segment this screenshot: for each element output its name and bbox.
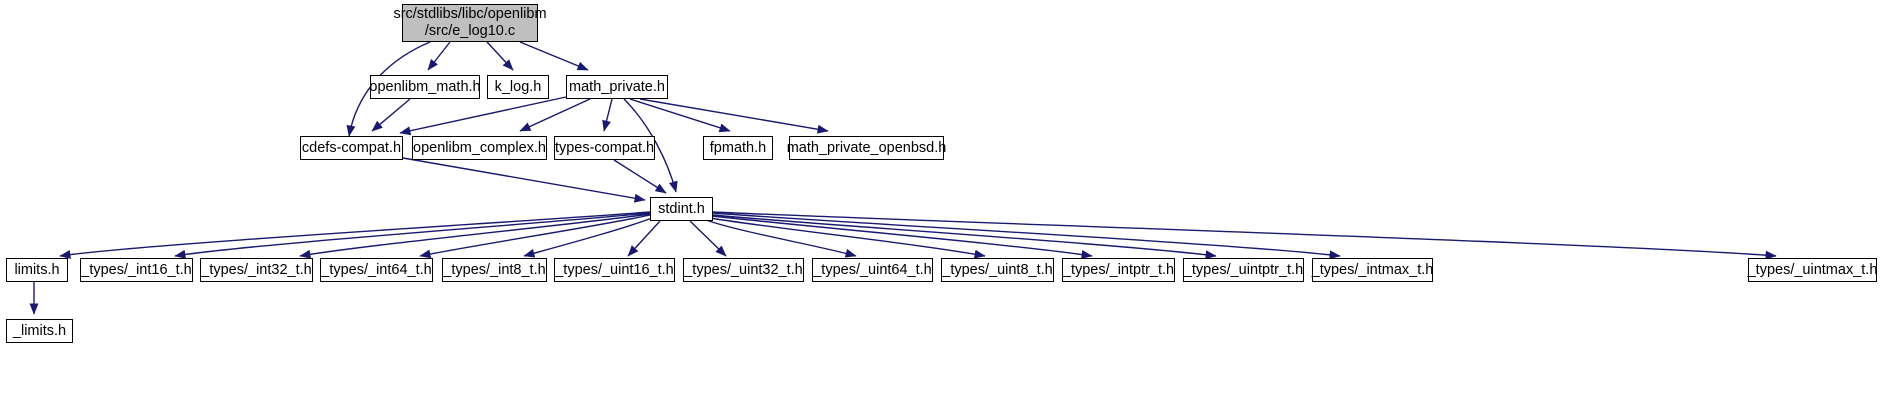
edge-stdint-to-int32	[299, 213, 651, 259]
node-label: _types/_int16_t.h	[81, 261, 192, 278]
node-limits[interactable]: limits.h	[6, 258, 68, 282]
node-label: math_private.h	[569, 78, 665, 95]
node-label: types-compat.h	[554, 139, 655, 156]
node-label: _types/_uint8_t.h	[942, 261, 1053, 278]
node-uint64[interactable]: _types/_uint64_t.h	[812, 258, 933, 282]
node-int32[interactable]: _types/_int32_t.h	[200, 258, 313, 282]
edge-stdint-to-uint16	[627, 220, 661, 257]
edge-root-to-openlibm_math	[427, 41, 451, 71]
node-uintmax[interactable]: _types/_uintmax_t.h	[1748, 258, 1877, 282]
node-int16[interactable]: _types/_int16_t.h	[80, 258, 193, 282]
node-label: fpmath.h	[709, 139, 767, 156]
node-uint8[interactable]: _types/_uint8_t.h	[941, 258, 1054, 282]
edge-stdint-to-uint32	[689, 220, 727, 257]
node-int8[interactable]: _types/_int8_t.h	[442, 258, 547, 282]
edge-stdint-to-uint64	[705, 219, 857, 258]
node-label: _types/_intptr_t.h	[1062, 261, 1175, 278]
edge-cdefs_compat-to-stdint	[402, 157, 646, 203]
edge-stdint-to-intptr	[711, 215, 1093, 259]
edge-stdint-to-uint8	[709, 217, 986, 259]
node-stdint[interactable]: stdint.h	[650, 197, 713, 221]
node-label: openlibm_complex.h	[413, 139, 546, 156]
node-label: _types/_uint64_t.h	[813, 261, 932, 278]
edge-math_private-to-math_private_openbsd	[639, 98, 829, 134]
edge-stdint-to-int8	[523, 217, 653, 258]
node-root: src/stdlibs/libc/openlibm /src/e_log10.c	[393, 4, 547, 42]
node-math_private_openbsd[interactable]: math_private_openbsd.h	[786, 136, 947, 160]
node-label: _types/_int8_t.h	[443, 261, 546, 278]
node-label: _types/_intmax_t.h	[1311, 261, 1434, 278]
node-label: _types/_uintptr_t.h	[1183, 261, 1304, 278]
node-label: _types/_int64_t.h	[321, 261, 432, 278]
node-openlibm_complex[interactable]: openlibm_complex.h	[412, 136, 547, 160]
node-label: _types/_uint16_t.h	[555, 261, 674, 278]
node-label: openlibm_math.h	[369, 78, 481, 95]
edge-stdint-to-int16	[174, 212, 651, 259]
edge-root-to-math_private	[519, 41, 589, 71]
node-label: _types/_uintmax_t.h	[1747, 261, 1878, 278]
node-_limits[interactable]: _limits.h	[6, 319, 73, 343]
edge-stdint-to-intmax	[712, 212, 1341, 260]
node-label: limits.h	[14, 261, 60, 278]
edge-types_compat-to-stdint	[613, 159, 667, 194]
edge-stdint-to-limits	[59, 211, 651, 259]
node-label: src/stdlibs/libc/openlibm /src/e_log10.c	[393, 6, 547, 39]
node-label: _types/_uint32_t.h	[684, 261, 803, 278]
edge-root-to-k_log	[486, 41, 514, 71]
edge-stdint-to-uintmax	[712, 211, 1777, 260]
node-fpmath[interactable]: fpmath.h	[703, 136, 773, 160]
edge-stdint-to-int64	[419, 214, 651, 259]
node-cdefs_compat[interactable]: cdefs-compat.h	[300, 136, 403, 160]
edge-stdint-to-uintptr	[712, 214, 1217, 260]
node-math_private[interactable]: math_private.h	[566, 75, 668, 99]
edge-math_private-to-types_compat	[602, 98, 613, 132]
node-int64[interactable]: _types/_int64_t.h	[320, 258, 433, 282]
node-uint16[interactable]: _types/_uint16_t.h	[554, 258, 675, 282]
edge-math_private-to-cdefs_compat	[399, 96, 567, 136]
node-intptr[interactable]: _types/_intptr_t.h	[1062, 258, 1175, 282]
node-label: math_private_openbsd.h	[786, 139, 947, 156]
node-label: _types/_int32_t.h	[201, 261, 312, 278]
node-label: cdefs-compat.h	[301, 139, 402, 156]
node-openlibm_math[interactable]: openlibm_math.h	[369, 75, 481, 99]
edge-math_private-to-openlibm_complex	[519, 98, 591, 132]
node-uintptr[interactable]: _types/_uintptr_t.h	[1183, 258, 1304, 282]
edge-math_private-to-fpmath	[629, 98, 731, 133]
node-k_log[interactable]: k_log.h	[487, 75, 549, 99]
node-label: _limits.h	[12, 322, 67, 339]
node-label: k_log.h	[494, 78, 542, 95]
node-uint32[interactable]: _types/_uint32_t.h	[683, 258, 804, 282]
node-label: stdint.h	[658, 200, 705, 217]
edge-openlibm_math-to-cdefs_compat	[371, 98, 411, 132]
node-types_compat[interactable]: types-compat.h	[554, 136, 655, 160]
node-intmax[interactable]: _types/_intmax_t.h	[1312, 258, 1433, 282]
